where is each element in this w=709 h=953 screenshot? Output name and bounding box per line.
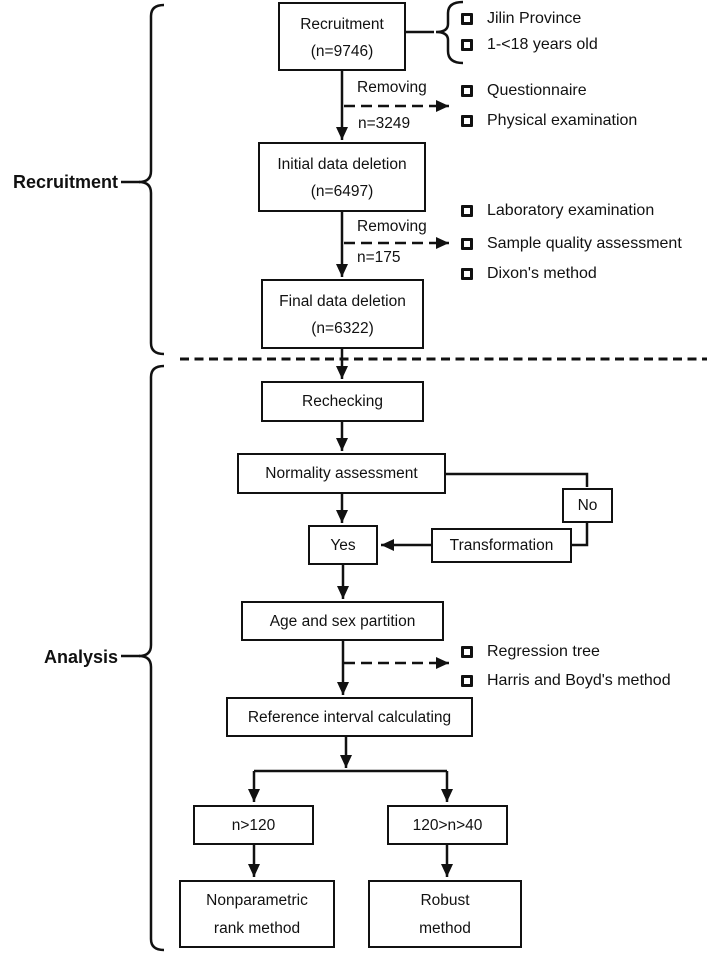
removing2-label: Removing xyxy=(357,218,427,235)
no-box: No xyxy=(562,488,613,523)
removing1-count: n=3249 xyxy=(358,115,411,132)
nonparametric-method-box: Nonparametric rank method xyxy=(179,880,335,948)
checkbox-icon xyxy=(461,85,473,97)
criteria-brace xyxy=(435,0,464,65)
checkbox-icon xyxy=(461,646,473,658)
n-between-label: 120>n>40 xyxy=(412,816,483,834)
rechecking-label: Rechecking xyxy=(302,393,383,410)
removal2-item: Dixon's method xyxy=(461,263,597,285)
final-deletion-line2: (n=6322) xyxy=(311,320,374,337)
partition-method-item: Harris and Boyd's method xyxy=(461,670,671,692)
line-normality-to-no xyxy=(446,472,589,487)
nonparametric-line1: Nonparametric xyxy=(206,892,308,909)
recruitment-box-line2: (n=9746) xyxy=(310,42,374,60)
recruitment-box-line1: Recruitment xyxy=(300,15,384,33)
partition-method-item: Regression tree xyxy=(461,641,600,663)
removal2-item-label: Dixon's method xyxy=(487,265,597,282)
initial-deletion-line1: Initial data deletion xyxy=(277,156,407,173)
recruitment-box: Recruitment (n=9746) xyxy=(278,2,406,71)
robust-line1: Robust xyxy=(420,892,470,909)
line-no-to-transformation xyxy=(572,522,589,547)
removal2-item-label: Laboratory examination xyxy=(487,202,655,219)
recruitment-brace xyxy=(138,3,165,356)
n-gt-120-box: n>120 xyxy=(193,805,314,845)
age-sex-label: Age and sex partition xyxy=(269,612,416,630)
checkbox-icon xyxy=(461,39,473,51)
removal2-item-label: Sample quality assessment xyxy=(487,235,682,252)
partition-method-label: Regression tree xyxy=(487,643,600,660)
removal1-item-label: Physical examination xyxy=(487,112,638,129)
removal2-item: Sample quality assessment xyxy=(461,233,682,255)
n-gt-120-label: n>120 xyxy=(231,816,276,834)
removal2-item: Laboratory examination xyxy=(461,200,654,222)
removal1-item: Physical examination xyxy=(461,110,637,132)
checkbox-icon xyxy=(461,238,473,250)
yes-box: Yes xyxy=(308,525,378,565)
initial-deletion-line2: (n=6497) xyxy=(310,183,374,200)
transformation-box: Transformation xyxy=(431,528,572,563)
checkbox-icon xyxy=(461,115,473,127)
transformation-label: Transformation xyxy=(449,537,554,554)
reference-interval-box: Reference interval calculating xyxy=(226,697,473,737)
section-label-analysis: Analysis xyxy=(43,647,118,667)
removal1-item-label: Questionnaire xyxy=(487,82,587,99)
robust-method-box: Robust method xyxy=(368,880,522,948)
rechecking-box: Rechecking xyxy=(261,381,424,422)
criteria-item: 1-<18 years old xyxy=(461,34,598,56)
criteria-item: Jilin Province xyxy=(461,8,581,30)
analysis-brace xyxy=(138,364,165,952)
checkbox-icon xyxy=(461,205,473,217)
no-label: No xyxy=(577,497,598,514)
section-label-recruitment: Recruitment xyxy=(12,172,118,192)
criteria-item-label: Jilin Province xyxy=(487,10,582,27)
checkbox-icon xyxy=(461,13,473,25)
reference-interval-label: Reference interval calculating xyxy=(247,708,452,726)
removal1-item: Questionnaire xyxy=(461,80,587,102)
checkbox-icon xyxy=(461,675,473,687)
checkbox-icon xyxy=(461,268,473,280)
final-deletion-line1: Final data deletion xyxy=(279,293,406,310)
normality-assessment-box: Normality assessment xyxy=(237,453,446,494)
nonparametric-line2: rank method xyxy=(213,920,301,937)
partition-method-label: Harris and Boyd's method xyxy=(487,672,671,689)
robust-line2: method xyxy=(419,920,471,937)
n-between-box: 120>n>40 xyxy=(387,805,508,845)
removing1-label: Removing xyxy=(357,79,427,96)
final-data-deletion-box: Final data deletion (n=6322) xyxy=(261,279,424,349)
initial-data-deletion-box: Initial data deletion (n=6497) xyxy=(258,142,426,212)
age-sex-partition-box: Age and sex partition xyxy=(241,601,444,641)
removing2-count: n=175 xyxy=(357,249,401,266)
yes-label: Yes xyxy=(330,536,356,554)
criteria-item-label: 1-<18 years old xyxy=(487,36,598,53)
normality-label: Normality assessment xyxy=(265,465,418,482)
